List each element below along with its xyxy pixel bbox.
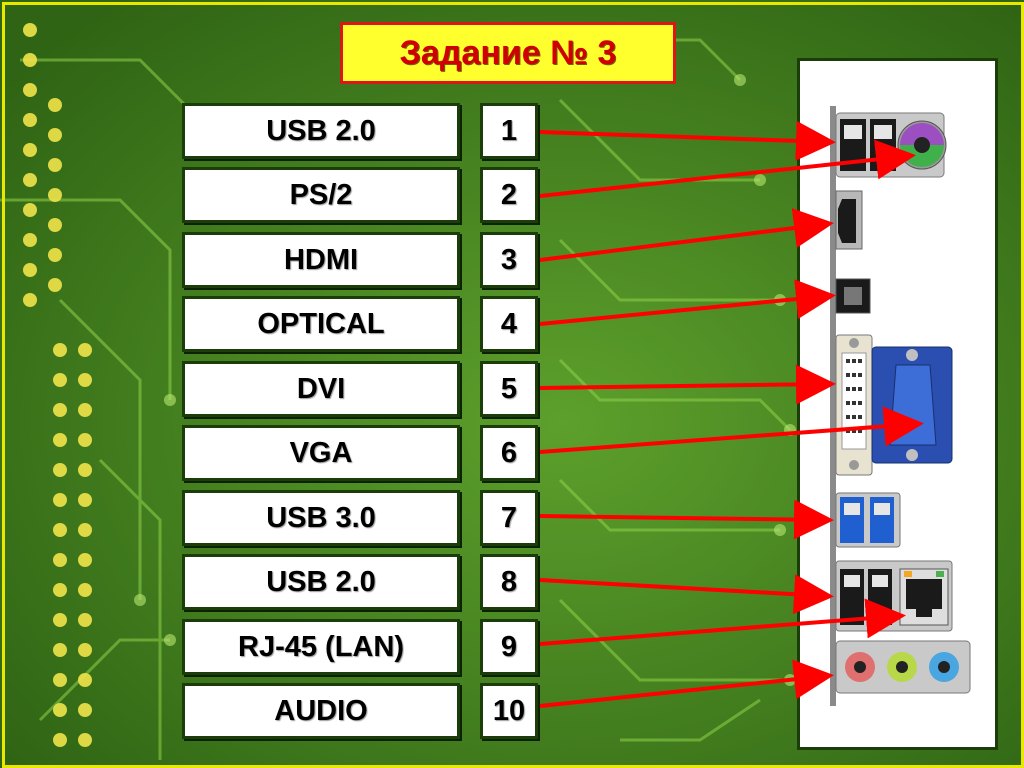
number-box-3: 3: [480, 232, 538, 288]
label-rj45-lan: RJ-45 (LAN): [182, 619, 460, 675]
optical-port-icon: [835, 278, 871, 314]
usb3-port-icon: [835, 492, 901, 548]
rear-io-panel: [797, 58, 998, 750]
label-usb-2-0-top: USB 2.0: [182, 103, 460, 159]
ps2-port-icon: [897, 120, 947, 170]
vga-port-icon: [871, 346, 953, 464]
number-box-10: 10: [480, 683, 538, 739]
label-usb-2-0-bottom: USB 2.0: [182, 554, 460, 610]
rear-io-illustration: [830, 106, 971, 706]
label-audio: AUDIO: [182, 683, 460, 739]
number-box-8: 8: [480, 554, 538, 610]
number-box-9: 9: [480, 619, 538, 675]
slide-title: Задание № 3: [340, 22, 676, 84]
number-box-4: 4: [480, 296, 538, 352]
label-hdmi: HDMI: [182, 232, 460, 288]
label-vga: VGA: [182, 425, 460, 481]
audio-jack-icon: [835, 640, 971, 694]
io-bracket-edge: [830, 106, 836, 706]
number-box-2: 2: [480, 167, 538, 223]
label-optical: OPTICAL: [182, 296, 460, 352]
number-box-5: 5: [480, 361, 538, 417]
label-dvi: DVI: [182, 361, 460, 417]
number-box-1: 1: [480, 103, 538, 159]
number-box-6: 6: [480, 425, 538, 481]
number-box-7: 7: [480, 490, 538, 546]
dvi-port-icon: [835, 334, 873, 476]
rj45-port-icon: [899, 568, 949, 626]
label-ps2: PS/2: [182, 167, 460, 223]
hdmi-port-icon: [835, 190, 863, 250]
label-usb-3-0: USB 3.0: [182, 490, 460, 546]
